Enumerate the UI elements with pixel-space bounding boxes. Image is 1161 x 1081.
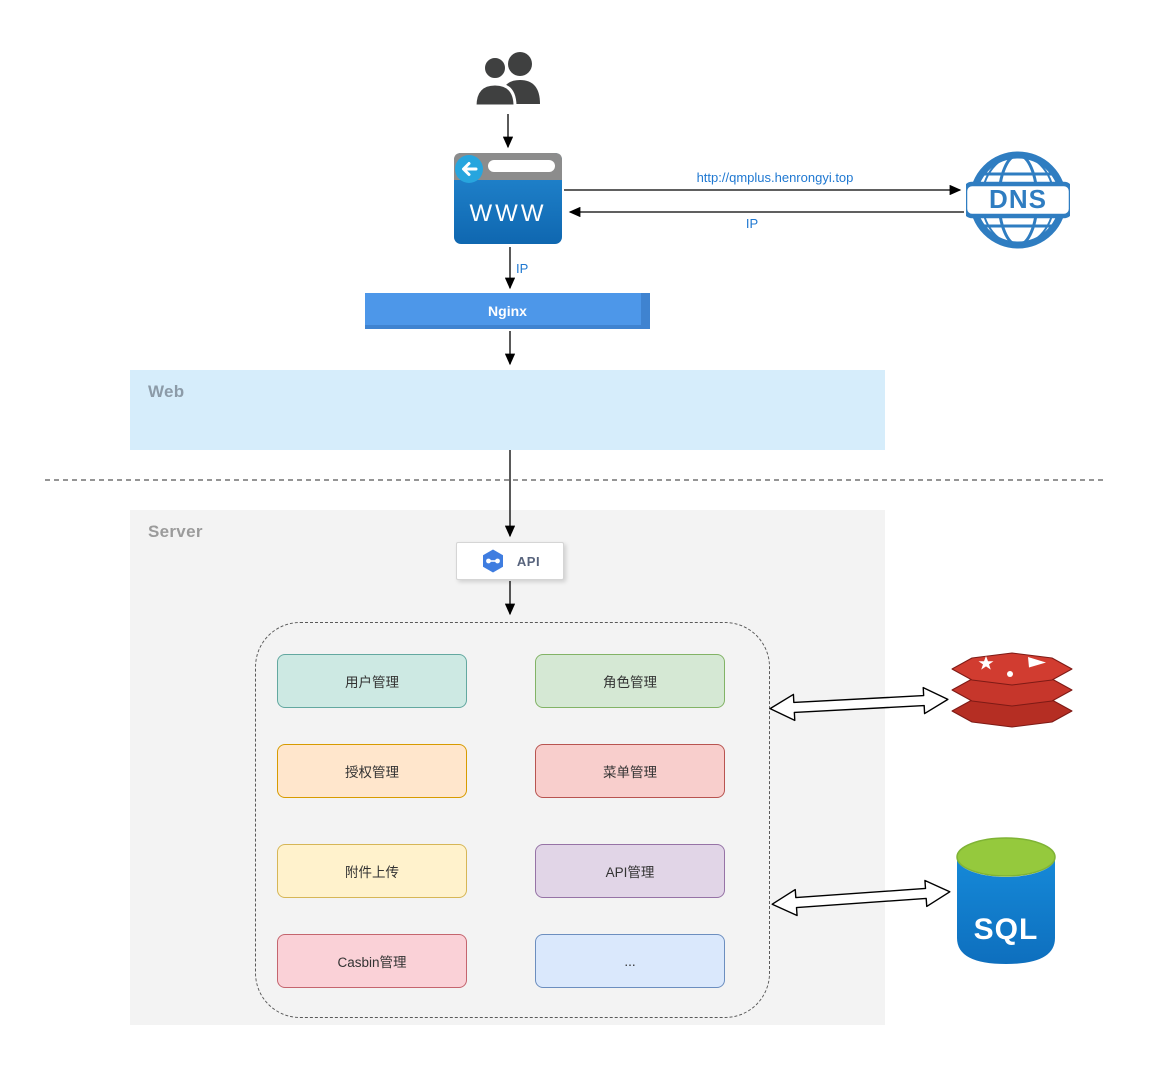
browser-back-icon bbox=[455, 155, 483, 183]
module-label: Casbin管理 bbox=[337, 955, 407, 970]
sql-database-icon: SQL bbox=[955, 836, 1057, 971]
module-user-management: 用户管理 bbox=[277, 654, 467, 708]
module-attachment-upload: 附件上传 bbox=[277, 844, 467, 898]
api-hexagon-icon bbox=[482, 549, 503, 573]
module-menu-management: 菜单管理 bbox=[535, 744, 725, 798]
module-label: 菜单管理 bbox=[603, 765, 657, 780]
nginx-node: Nginx bbox=[365, 293, 650, 329]
web-zone: Web bbox=[130, 370, 885, 450]
module-more: ... bbox=[535, 934, 725, 988]
module-authorization-management: 授权管理 bbox=[277, 744, 467, 798]
module-api-management: API管理 bbox=[535, 844, 725, 898]
dns-response-label: IP bbox=[745, 216, 759, 231]
module-label: 附件上传 bbox=[345, 865, 399, 880]
sql-label: SQL bbox=[974, 913, 1039, 946]
users-icon bbox=[471, 50, 545, 117]
dns-request-label: http://qmplus.henrongyi.top bbox=[696, 170, 854, 185]
module-label: 授权管理 bbox=[345, 765, 399, 780]
web-zone-label: Web bbox=[148, 382, 185, 401]
module-label: API管理 bbox=[605, 865, 655, 880]
modules-container bbox=[255, 622, 770, 1018]
module-label: 用户管理 bbox=[345, 675, 399, 690]
dns-label: DNS bbox=[989, 184, 1047, 214]
server-zone-label: Server bbox=[148, 522, 203, 541]
redis-icon bbox=[950, 650, 1074, 739]
module-label: 角色管理 bbox=[603, 675, 657, 690]
api-node: API bbox=[456, 542, 564, 580]
browser-icon: WWW bbox=[453, 152, 563, 250]
browser-www-label: WWW bbox=[470, 200, 547, 227]
nginx-label: Nginx bbox=[488, 303, 527, 319]
dns-icon: DNS bbox=[962, 148, 1074, 257]
module-label: ... bbox=[624, 953, 636, 969]
browser-address-bar bbox=[488, 160, 555, 172]
module-casbin-management: Casbin管理 bbox=[277, 934, 467, 988]
api-label: API bbox=[516, 553, 541, 569]
module-role-management: 角色管理 bbox=[535, 654, 725, 708]
browser-nginx-ip-label: IP bbox=[516, 261, 529, 276]
